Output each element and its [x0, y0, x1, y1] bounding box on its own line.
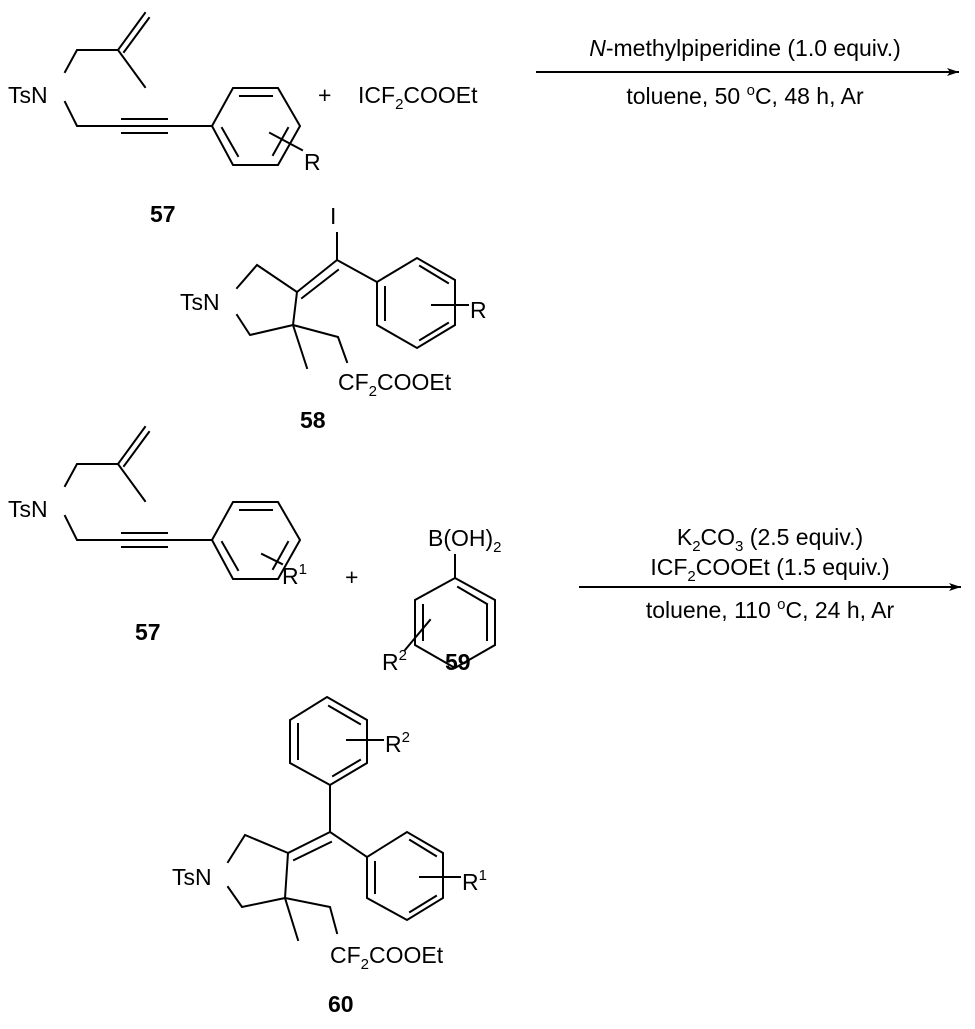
chain-label: CF2COOEt: [338, 369, 452, 400]
pyrrolidine-bonds: [235, 232, 379, 370]
pyrrolidine-bonds: [226, 830, 369, 942]
aryl-ring-bottom: [366, 830, 444, 922]
compound-label-57: 57: [135, 619, 161, 645]
conditions-base: K2CO3 (2.5 equiv.): [677, 524, 863, 555]
substituent-bond: [268, 131, 304, 152]
plus-sign: +: [318, 82, 331, 108]
r1-label: R1: [462, 867, 487, 895]
conditions-solvent: toluene, 110 oC, 24 h, Ar: [646, 596, 895, 623]
chain-bonds: [63, 425, 213, 548]
substituent-bond: [403, 618, 432, 652]
conditions-reagent: ICF2COOEt (1.5 equiv.): [650, 554, 889, 585]
compound-label-59: 59: [445, 649, 471, 675]
tsn-label: TsN: [172, 864, 212, 890]
chain-label: CF2COOEt: [330, 942, 444, 973]
conditions-solvent: toluene, 50 oC, 48 h, Ar: [626, 82, 864, 109]
tsn-label: TsN: [8, 496, 48, 522]
chain-bonds: [63, 11, 213, 134]
compound-60: R2 TsN R1 CF2COOEt 60: [172, 695, 487, 1017]
conditions-base: N-methylpiperidine (1.0 equiv.): [589, 35, 901, 61]
compound-label-60: 60: [328, 991, 354, 1017]
tsn-label: TsN: [180, 289, 220, 315]
aryl-ring: [210, 501, 302, 580]
reagent-icf2cooet: ICF2COOEt: [358, 82, 478, 113]
substituent-bond: [260, 552, 284, 566]
r1-label: R1: [282, 561, 307, 589]
tsn-label: TsN: [8, 82, 48, 108]
compound-58: I TsN R CF2COOEt 58: [180, 203, 487, 433]
compound-57-top: TsN R 57: [8, 11, 321, 227]
r-label: R: [304, 149, 321, 175]
iodo-label: I: [330, 203, 336, 229]
aryl-ring: [414, 576, 496, 670]
aryl-ring: [210, 87, 302, 166]
plus-sign: +: [345, 564, 358, 590]
compound-label-58: 58: [300, 407, 326, 433]
compound-57-bottom: TsN R1 57: [8, 425, 307, 645]
boronic-acid-label: B(OH)2: [428, 525, 502, 556]
r2-label: R2: [385, 729, 410, 757]
aryl-ring: [376, 256, 456, 350]
r-label: R: [470, 297, 487, 323]
r2-label: R2: [382, 647, 407, 675]
compound-59: B(OH)2 R2 59: [382, 525, 502, 675]
compound-label-57: 57: [150, 201, 176, 227]
